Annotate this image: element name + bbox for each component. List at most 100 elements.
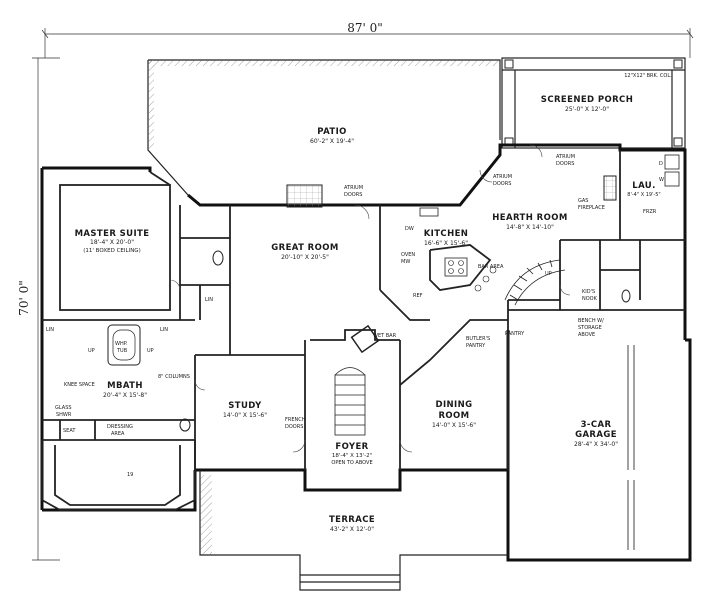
french-doors-label-2: DOORS xyxy=(285,424,303,430)
garage-dimensions: 28'-4" X 34'-0" xyxy=(574,441,618,448)
columns-label: 8" COLUMNS xyxy=(158,374,190,380)
dryer-icon xyxy=(664,154,680,170)
foyer-title: FOYER xyxy=(335,442,368,452)
porch-column-2 xyxy=(673,59,683,69)
atrium-doors-label-porch-2: DOORS xyxy=(556,161,574,167)
freezer-label: FRZR xyxy=(643,209,657,215)
wet-bar-label: WET BAR xyxy=(373,333,397,339)
atrium-doors-label: ATRIUM xyxy=(344,185,363,191)
hearth-room-title: HEARTH ROOM xyxy=(492,213,567,223)
dishwasher-label: DW xyxy=(405,226,414,232)
seat-label: SEAT xyxy=(63,428,76,434)
screened-porch-dimensions: 25'-0" X 12'-0" xyxy=(565,106,609,113)
atrium-doors-label-kitchen-2: DOORS xyxy=(493,181,511,187)
garage-doors xyxy=(627,345,635,550)
up-label-3: UP xyxy=(545,271,552,277)
kitchen-sink xyxy=(419,207,439,217)
toilet-mbath xyxy=(179,418,191,432)
toilet-nook xyxy=(621,289,631,303)
laundry-title: LAU. xyxy=(632,181,655,191)
great-room-dimensions: 20'-10" X 20'-5" xyxy=(281,254,329,261)
dining-title-2: ROOM xyxy=(438,411,469,421)
screened-porch-title: SCREENED PORCH xyxy=(541,95,633,105)
great-room-title: GREAT ROOM xyxy=(271,243,338,253)
foyer-stairs xyxy=(334,367,366,436)
kids-nook-label: KID'S xyxy=(582,289,595,295)
bar-stool xyxy=(489,266,497,274)
dryer-label: D xyxy=(659,161,663,167)
pantry-label: PANTRY xyxy=(505,331,525,337)
tub-label-2: TUB xyxy=(116,348,128,354)
linen-label-2: LIN xyxy=(46,327,54,333)
door-swings xyxy=(169,144,571,453)
screened-porch-outline xyxy=(501,57,686,149)
terrace-hatch xyxy=(200,475,212,555)
master-suite-ceiling-note: (11' BOXED CEILING) xyxy=(83,248,140,254)
mbath-title: MBATH xyxy=(107,381,143,391)
atrium-doors-label-porch: ATRIUM xyxy=(556,154,575,160)
burner-icon xyxy=(458,268,464,274)
glass-shower-label: GLASS xyxy=(55,405,72,411)
patio-hatch-left xyxy=(148,60,154,150)
patio-title: PATIO xyxy=(317,127,347,137)
bar-area-label: BAR AREA xyxy=(478,264,504,270)
tub-inner xyxy=(112,329,136,361)
oven-label: OVEN xyxy=(401,252,415,258)
number-19-label: 19 xyxy=(127,472,133,478)
study-dimensions: 14'-0" X 15'-6" xyxy=(223,412,267,419)
butlers-pantry-label: BUTLER'S xyxy=(466,336,490,342)
porch-column-3 xyxy=(673,137,683,147)
refrigerator-label: REF xyxy=(413,293,423,299)
great-room-fireplace xyxy=(286,184,323,208)
terrace-title: TERRACE xyxy=(329,515,375,525)
microwave-label: MW xyxy=(401,259,410,265)
kitchen-title: KITCHEN xyxy=(424,229,469,239)
hearth-fireplace xyxy=(603,175,617,201)
atrium-doors-label-kitchen: ATRIUM xyxy=(493,174,512,180)
porch-column-note: 12"X12" BRK. COL. xyxy=(624,73,672,79)
laundry-dimensions: 8'-4" X 19'-5" xyxy=(627,192,660,198)
gas-fireplace-label: GAS xyxy=(578,198,588,204)
linen-label-1: LIN xyxy=(205,297,213,303)
kitchen-island-cooktop xyxy=(444,257,468,277)
atrium-doors-label-2: DOORS xyxy=(344,192,362,198)
washer-icon xyxy=(664,171,680,187)
bar-stool xyxy=(482,275,490,283)
dining-dimensions: 14'-0" X 15'-6" xyxy=(432,422,476,429)
overall-dimensions xyxy=(32,28,694,561)
toilet-master xyxy=(212,250,224,266)
master-suite-title: MASTER SUITE xyxy=(75,229,150,239)
hearth-room-dimensions: 14'-8" X 14'-10" xyxy=(506,224,554,231)
burner-icon xyxy=(458,260,464,266)
overall-depth-label: 70' 0" xyxy=(17,280,31,316)
terrace-dimensions: 43'-2" X 12'-0" xyxy=(330,526,374,533)
bench-storage-label-2: STORAGE xyxy=(578,325,602,331)
bench-storage-label-3: ABOVE xyxy=(578,332,595,338)
up-label-2: UP xyxy=(147,348,154,354)
foyer-dimensions: 18'-4" X 13'-2" xyxy=(332,453,372,459)
washer-label: W xyxy=(659,177,664,183)
interior-walls xyxy=(41,150,685,511)
dressing-area-label: DRESSING xyxy=(107,424,133,430)
mbath-dimensions: 20'-4" X 15'-8" xyxy=(103,392,147,399)
gas-fireplace-label-2: FIREPLACE xyxy=(578,205,605,211)
french-doors-label: FRENCH xyxy=(285,417,306,423)
garage-title-2: GARAGE xyxy=(575,430,617,440)
foyer-note: OPEN TO ABOVE xyxy=(331,460,372,466)
tub-label: WHP. xyxy=(115,341,128,347)
bench-storage-label: BENCH W/ xyxy=(578,318,604,324)
study-title: STUDY xyxy=(228,401,262,411)
whirlpool-tub xyxy=(107,324,141,366)
rear-stairs xyxy=(504,259,566,306)
wet-bar xyxy=(350,324,380,354)
butlers-pantry-label-2: PANTRY xyxy=(466,343,486,349)
kitchen-dimensions: 16'-6" X 15'-6" xyxy=(424,240,468,247)
burner-icon xyxy=(448,268,454,274)
patio-dimensions: 60'-2" X 19'-4" xyxy=(310,138,354,145)
burner-icon xyxy=(448,260,454,266)
patio-hatch-top xyxy=(148,60,500,66)
glass-shower-label-2: SHWR xyxy=(56,412,72,418)
master-suite-dimensions: 18'-4" X 20'-0" xyxy=(90,239,134,246)
garage-title: 3-CAR xyxy=(581,420,612,430)
